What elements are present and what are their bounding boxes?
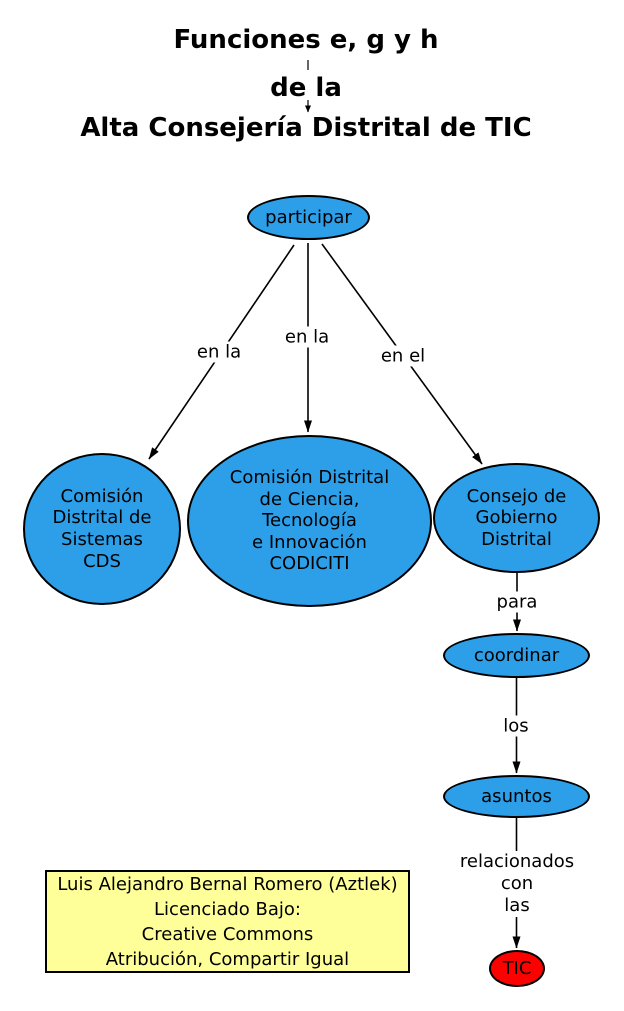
title-line-1: Funciones e, g y h	[173, 25, 439, 55]
node-asuntos[interactable]: asuntos	[443, 775, 590, 818]
node-coordinar[interactable]: coordinar	[443, 633, 590, 678]
edge-label-en-la-left: en la	[193, 341, 245, 363]
edge-label-en-la-mid: en la	[281, 326, 333, 348]
title-line-3: Alta Consejería Distrital de TIC	[80, 113, 532, 143]
node-comision-distrital-sistemas[interactable]: Comisión Distrital de Sistemas CDS	[23, 453, 181, 605]
node-tic[interactable]: TIC	[489, 950, 545, 987]
license-credit-box: Luis Alejandro Bernal Romero (Aztlek) Li…	[45, 870, 410, 973]
title-line-2: de la	[270, 73, 342, 103]
edge-label-relacionados: relacionados con las	[456, 851, 578, 917]
edge-label-en-el: en el	[377, 345, 429, 367]
node-consejo-gobierno[interactable]: Consejo de Gobierno Distrital	[433, 463, 600, 573]
node-participar[interactable]: participar	[247, 195, 370, 240]
edge-label-los: los	[500, 715, 532, 737]
edge-label-para: para	[493, 591, 541, 613]
node-codiciti[interactable]: Comisión Distrital de Ciencia, Tecnologí…	[187, 435, 432, 607]
